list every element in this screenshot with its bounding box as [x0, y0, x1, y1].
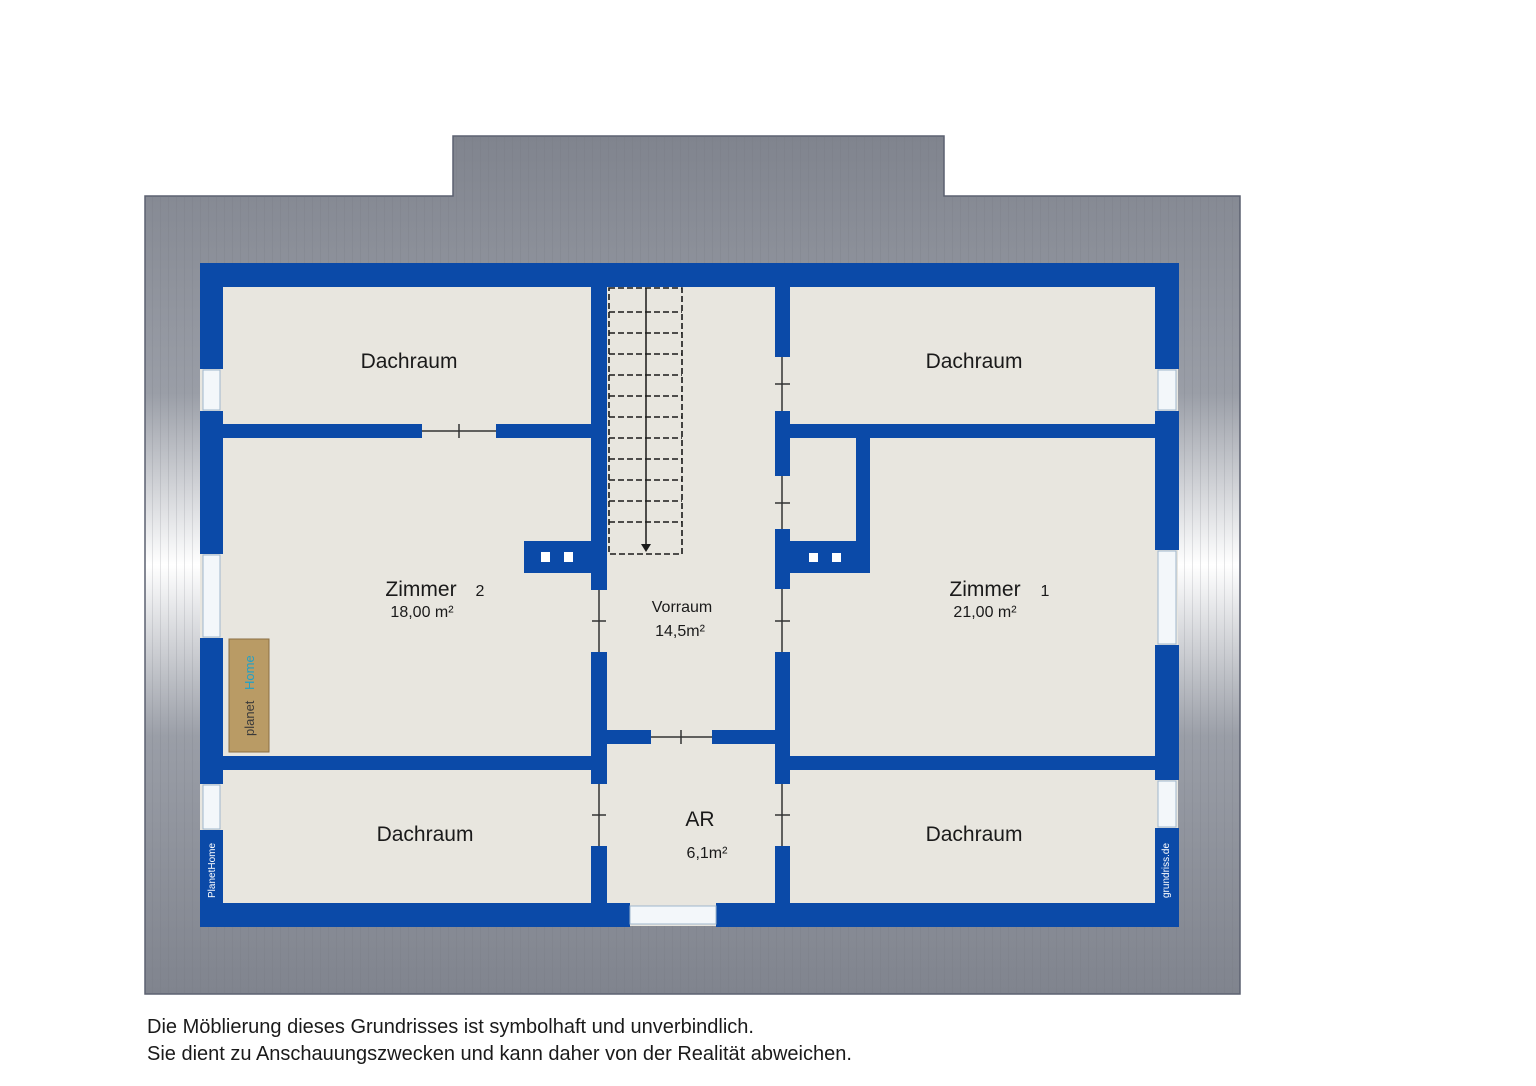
room-area-zimmer1: 21,00 m²: [953, 604, 1017, 621]
room-area-zimmer2: 18,00 m²: [390, 604, 454, 621]
windows: [202, 369, 1177, 925]
brand-label-left: PlanetHome: [207, 843, 218, 898]
chimney-flues: [541, 552, 841, 562]
room-label-dachraum-bottom-right: Dachraum: [926, 823, 1023, 846]
room-label-vorraum: Vorraum: [652, 599, 712, 616]
brand-label-right: grundriss.de: [1161, 843, 1172, 898]
room-label-dachraum-top-left: Dachraum: [361, 350, 458, 373]
room-label-ar: AR: [685, 808, 714, 831]
stair-arrow-icon: [641, 544, 651, 552]
walls: [200, 263, 1179, 927]
room-label-zimmer1: Zimmer: [949, 578, 1020, 601]
room-label-dachraum-bottom-left: Dachraum: [377, 823, 474, 846]
room-number-zimmer1: 1: [1041, 583, 1050, 600]
room-label-zimmer2: Zimmer: [385, 578, 456, 601]
door-openings: [422, 357, 790, 846]
room-number-zimmer2: 2: [476, 583, 485, 600]
disclaimer-line-1: Die Möblierung dieses Grundrisses ist sy…: [147, 1016, 754, 1038]
floor-area: [200, 264, 1178, 926]
room-label-dachraum-top-right: Dachraum: [926, 350, 1023, 373]
room-area-vorraum: 14,5m²: [655, 623, 705, 640]
logo-text-planet: planet: [242, 700, 257, 736]
disclaimer-line-2: Sie dient zu Anschauungszwecken und kann…: [147, 1043, 852, 1065]
disclaimer: Die Möblierung dieses Grundrisses ist sy…: [147, 1014, 852, 1068]
logo-text-home: Home: [242, 655, 257, 690]
planethome-logo: planet Home: [228, 638, 270, 753]
room-area-ar: 6,1m²: [687, 845, 729, 862]
